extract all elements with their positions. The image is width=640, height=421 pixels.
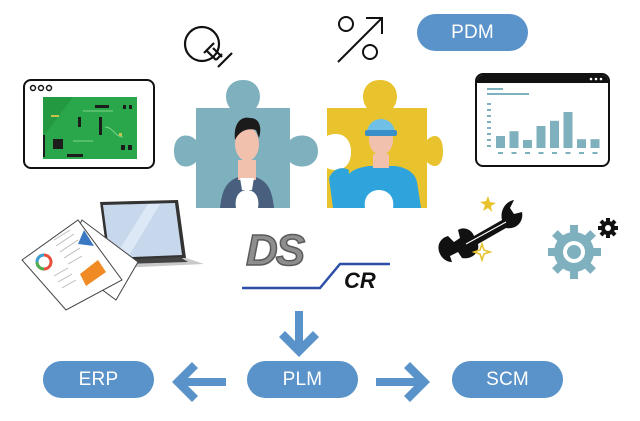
arrow-left-icon <box>172 362 226 402</box>
logo-ds-text: DS <box>245 225 306 276</box>
scm-pill: SCM <box>452 361 563 398</box>
bar <box>577 139 586 148</box>
circuit-board-image <box>43 97 137 159</box>
plm-pill: PLM <box>247 361 358 398</box>
y-tick <box>487 139 491 141</box>
x-tick <box>498 152 503 154</box>
bar <box>590 139 600 148</box>
pdm-label: PDM <box>451 21 494 43</box>
window-dots-icon <box>589 77 603 81</box>
percent-growth-icon <box>337 16 383 63</box>
pdm-pill: PDM <box>417 14 528 51</box>
puzzle-piece-worker-icon <box>327 80 443 208</box>
x-tick <box>538 152 544 154</box>
window-dots-icon <box>29 84 53 92</box>
dscr-logo: DS CR <box>240 225 392 296</box>
y-tick <box>487 127 491 129</box>
y-tick <box>487 109 491 111</box>
bar-chart-window-icon <box>475 73 610 167</box>
x-tick <box>565 152 571 154</box>
lightbulb-icon <box>183 25 233 68</box>
arrow-right-icon <box>376 362 430 402</box>
bar <box>536 126 546 148</box>
bar <box>523 140 532 148</box>
chart-title-line <box>487 88 503 90</box>
x-tick <box>552 152 557 154</box>
puzzle-piece-person-icon <box>174 80 318 208</box>
gears-icon <box>548 218 618 279</box>
documents-laptop-icon <box>21 200 204 311</box>
x-tick <box>525 152 530 154</box>
y-tick <box>487 133 491 135</box>
x-tick <box>592 152 598 154</box>
bar <box>550 120 559 148</box>
wrench-icon <box>438 196 523 263</box>
x-tick <box>579 152 584 154</box>
y-tick <box>487 103 491 105</box>
pcb-window-icon <box>23 79 155 169</box>
erp-label: ERP <box>78 368 119 390</box>
scm-label: SCM <box>486 368 529 390</box>
bar <box>496 136 505 148</box>
y-tick <box>487 145 491 147</box>
plm-label: PLM <box>282 368 323 390</box>
chart-subtitle-line <box>487 93 529 95</box>
x-tick <box>511 152 517 154</box>
mini-bar-chart <box>487 88 600 154</box>
window-titlebar <box>477 75 608 83</box>
arrow-down-icon <box>279 311 319 357</box>
y-tick <box>487 115 491 117</box>
y-tick <box>487 121 491 123</box>
erp-pill: ERP <box>43 361 154 398</box>
bar <box>563 112 573 148</box>
logo-swoosh <box>242 262 390 290</box>
logo-cr-text: CR <box>344 268 376 293</box>
bar <box>509 131 519 148</box>
